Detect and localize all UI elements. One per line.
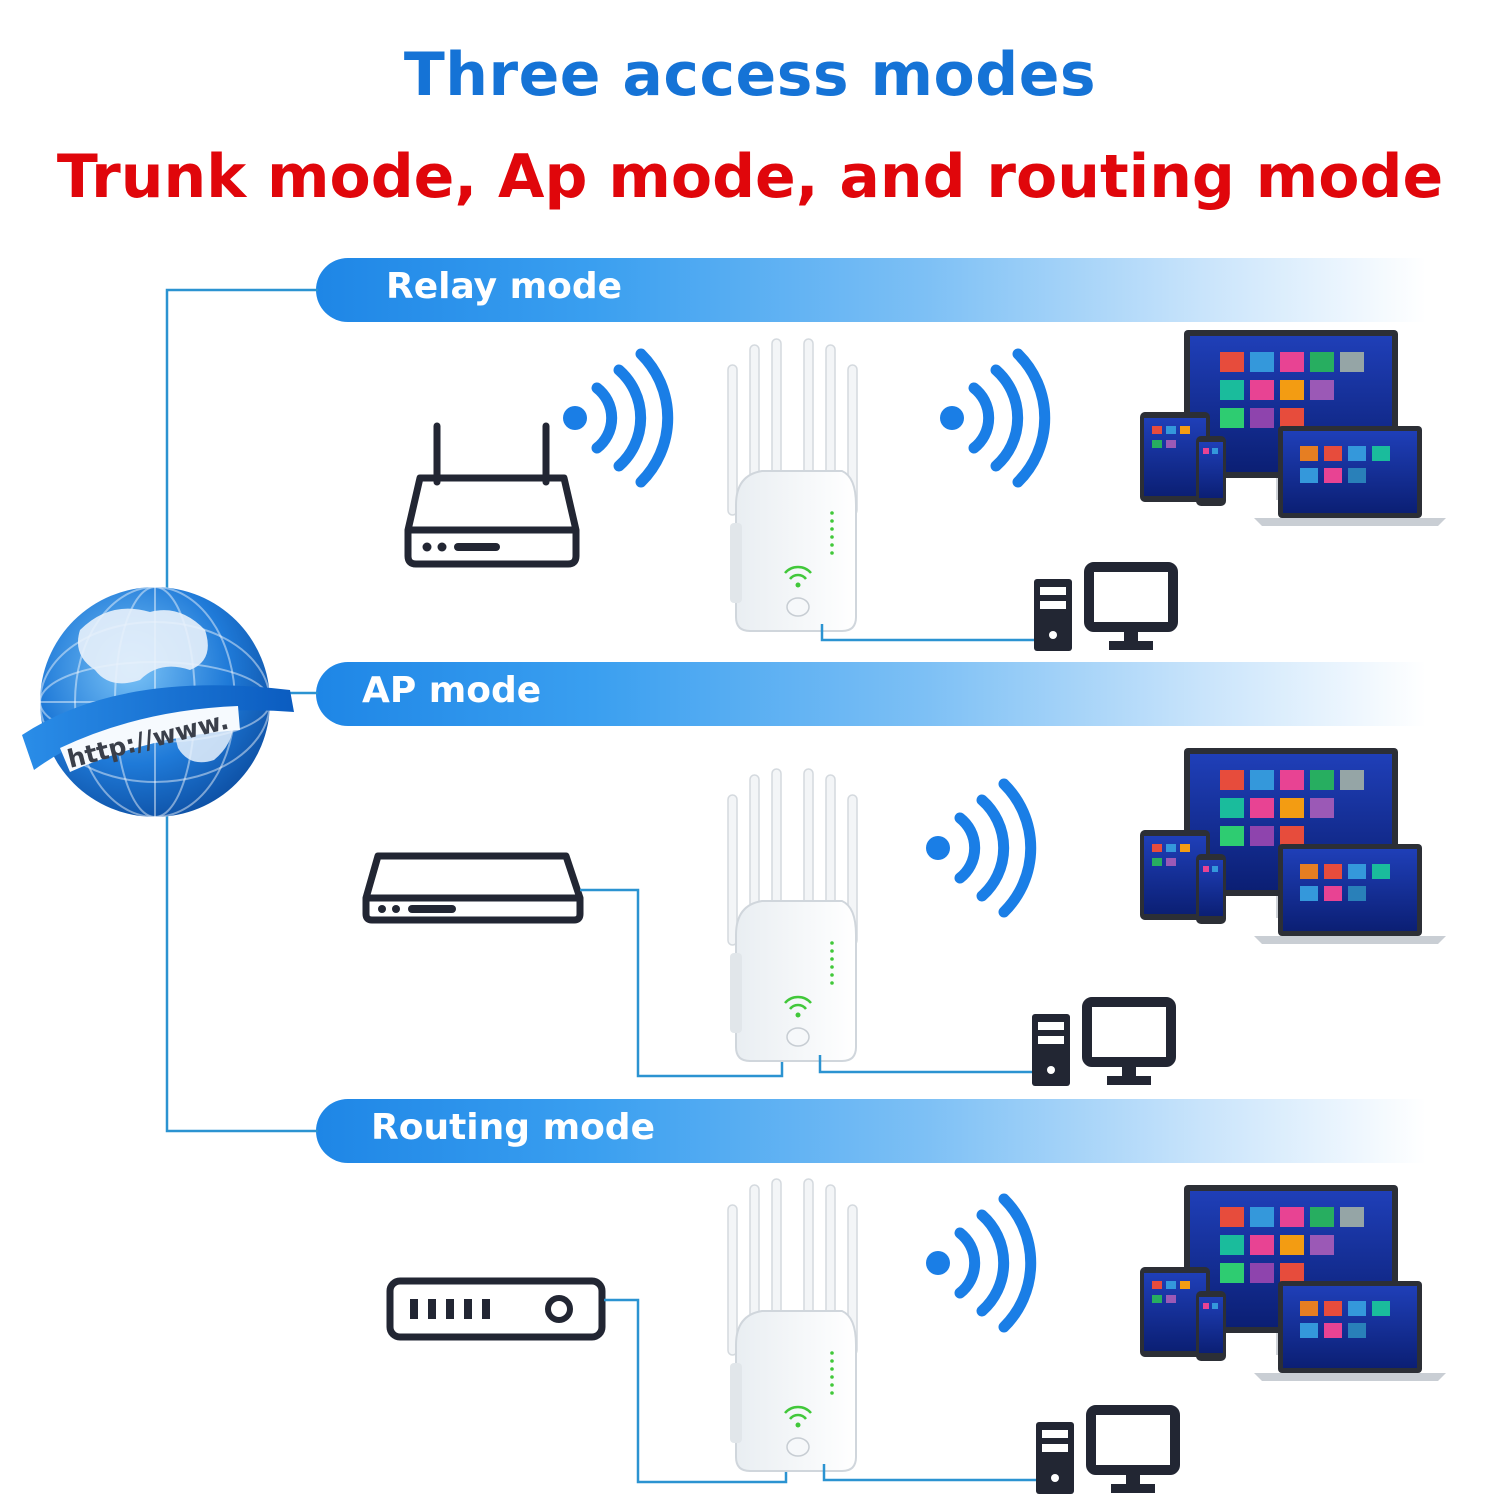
- ethernet-cable: [580, 888, 784, 1078]
- modem-icon: [362, 852, 584, 924]
- optical-modem-icon: [386, 1277, 606, 1341]
- wifi-signal-icon: [926, 1199, 1031, 1327]
- desktop-pc-icon: [1034, 567, 1173, 651]
- desktop-pc-icon: [1032, 1002, 1171, 1086]
- page-subtitle: Trunk mode, Ap mode, and routing mode: [56, 142, 1444, 212]
- wifi-extender-ap: [726, 767, 859, 1063]
- globe-icon: [22, 586, 294, 818]
- wifi-extender-routing: [726, 1177, 859, 1473]
- router-icon: [404, 422, 580, 568]
- modem-led-icon: [378, 905, 456, 913]
- client-devices-relay: [1140, 330, 1446, 526]
- ethernet-cable: [822, 1464, 1036, 1482]
- ethernet-cable: [818, 1055, 1032, 1074]
- client-devices-ap: [1140, 748, 1446, 944]
- ethernet-cable: [604, 1298, 788, 1484]
- relay-mode-label: Relay mode: [386, 266, 623, 307]
- page-title: Three access modes: [403, 40, 1097, 110]
- ap-mode-label: AP mode: [362, 670, 542, 711]
- banner-ap-mode: AP mode: [316, 662, 1426, 726]
- wifi-signal-icon: [940, 354, 1045, 482]
- banner-routing-mode: Routing mode: [316, 1099, 1426, 1163]
- ethernet-cable: [820, 624, 1034, 642]
- client-devices-routing: [1140, 1185, 1446, 1381]
- wifi-signal-icon: [926, 784, 1031, 912]
- router-led-icon: [422, 542, 500, 552]
- wifi-signal-icon: [563, 354, 668, 482]
- desktop-pc-icon: [1036, 1410, 1175, 1494]
- wifi-extender-relay: [726, 337, 859, 633]
- banner-relay-mode: Relay mode: [316, 258, 1426, 322]
- routing-mode-label: Routing mode: [371, 1107, 655, 1148]
- globe-connector-lines: [165, 288, 318, 1133]
